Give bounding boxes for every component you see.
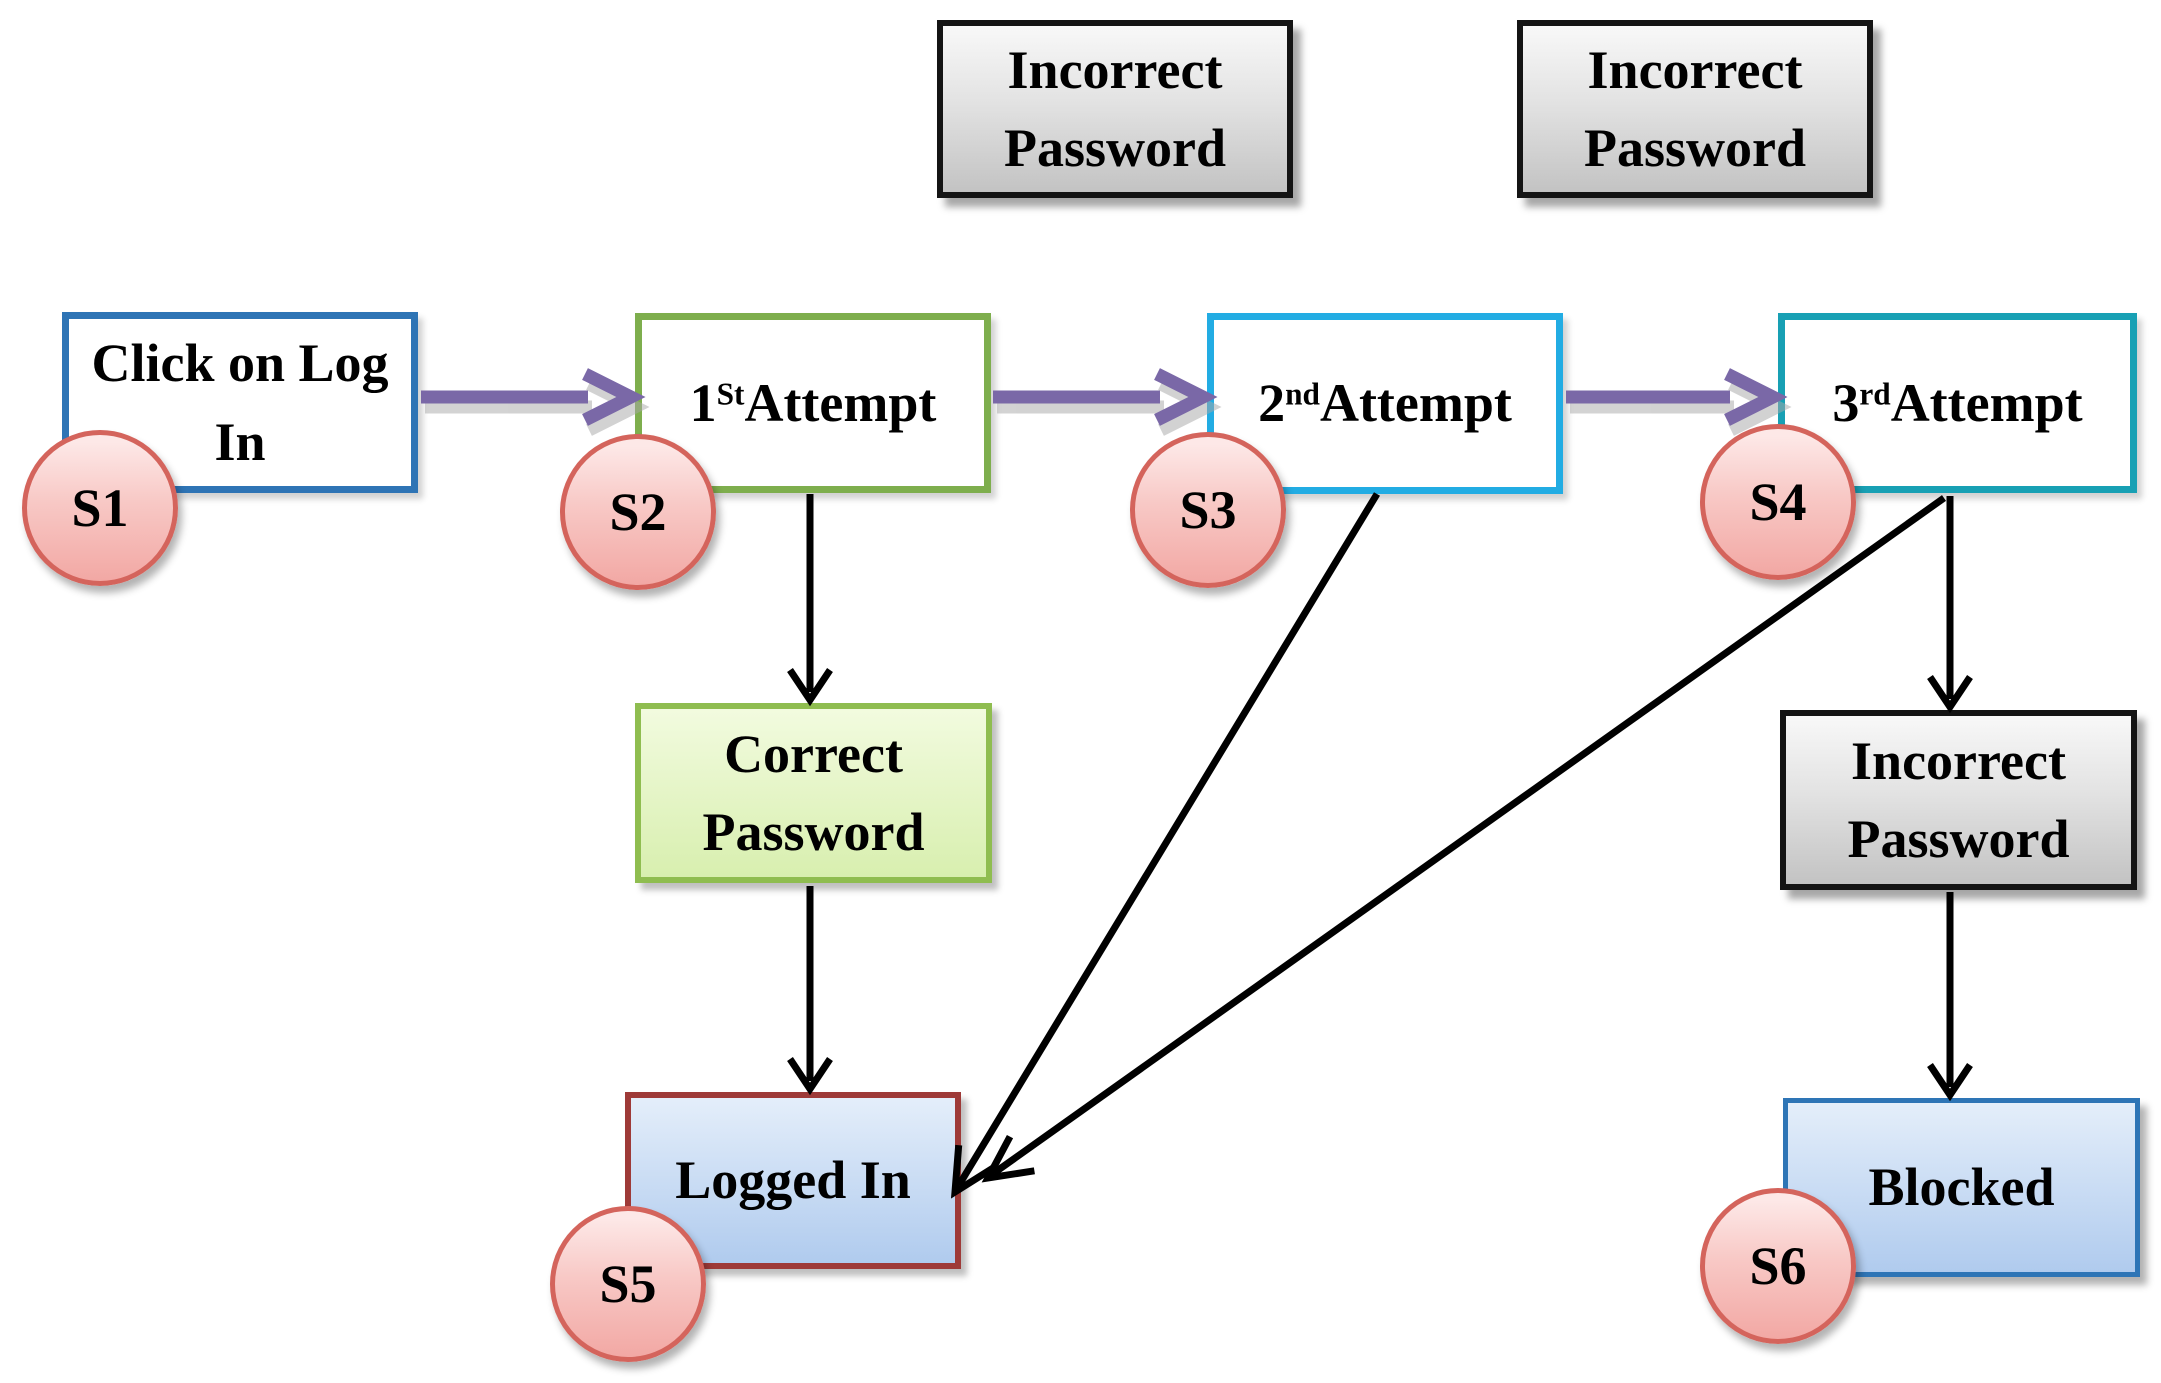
arrow-attempt3-to-incorrect-password-icon bbox=[1927, 496, 1973, 714]
node-label: Incorrect bbox=[1587, 39, 1803, 100]
node-attempt-2: 2ndAttempt bbox=[1207, 313, 1563, 494]
node-label: 2ndAttempt bbox=[1258, 364, 1512, 442]
ordinal-number: 3 bbox=[1832, 372, 1860, 433]
attempt-word: Attempt bbox=[1890, 372, 2083, 433]
node-label: Password bbox=[1583, 118, 1806, 178]
node-label: Incorrect bbox=[1851, 730, 2066, 791]
state-label: S2 bbox=[609, 482, 667, 542]
attempt-word: Attempt bbox=[744, 372, 937, 433]
node-label: 1StAttempt bbox=[690, 364, 937, 442]
node-label: Click on Log bbox=[91, 333, 389, 394]
node-label: Logged In bbox=[675, 1150, 911, 1211]
ordinal-suffix: St bbox=[716, 376, 745, 412]
node-label: In bbox=[214, 411, 266, 472]
ordinal-suffix: rd bbox=[1859, 376, 1891, 412]
node-incorrect-password-3: Incorrect Password bbox=[1780, 710, 2137, 890]
state-label: S5 bbox=[599, 1254, 657, 1314]
state-label: S4 bbox=[1749, 472, 1807, 532]
node-label: Password bbox=[1003, 118, 1226, 178]
node-label: Password bbox=[702, 802, 925, 862]
state-badge-s1: S1 bbox=[22, 430, 178, 586]
ordinal-number: 2 bbox=[1258, 373, 1286, 434]
state-label: S1 bbox=[71, 478, 129, 538]
arrow-attempt1-to-correct-password-icon bbox=[787, 494, 833, 707]
state-label: S6 bbox=[1749, 1236, 1807, 1296]
arrow-click-login-to-attempt1-icon bbox=[421, 368, 646, 426]
node-label: Incorrect bbox=[1007, 39, 1223, 100]
node-incorrect-password-2: Incorrect Password bbox=[1517, 20, 1873, 198]
state-badge-s2: S2 bbox=[560, 434, 716, 590]
state-badge-s5: S5 bbox=[550, 1206, 706, 1362]
arrow-attempt1-to-attempt2-icon bbox=[993, 368, 1218, 426]
node-label: Blocked bbox=[1868, 1157, 2055, 1218]
state-badge-s6: S6 bbox=[1700, 1188, 1856, 1344]
node-attempt-1: 1StAttempt bbox=[635, 313, 991, 493]
node-incorrect-password-1: Incorrect Password bbox=[937, 20, 1293, 198]
arrow-correct-password-to-logged-in-icon bbox=[787, 886, 833, 1096]
state-badge-s3: S3 bbox=[1130, 432, 1286, 588]
state-label: S3 bbox=[1179, 480, 1237, 540]
node-label: 3rdAttempt bbox=[1832, 364, 2082, 442]
purple-arrow-shadows bbox=[425, 378, 1792, 436]
state-badge-s4: S4 bbox=[1700, 424, 1856, 580]
ordinal-number: 1 bbox=[689, 372, 717, 433]
attempt-word: Attempt bbox=[1319, 373, 1512, 434]
node-label: Correct bbox=[724, 723, 903, 784]
arrow-attempt2-to-attempt3-icon bbox=[1566, 368, 1788, 426]
arrow-incorrect-password-to-blocked-icon bbox=[1927, 892, 1973, 1102]
node-correct-password: Correct Password bbox=[635, 703, 992, 883]
node-label: Password bbox=[1847, 809, 2070, 869]
ordinal-suffix: nd bbox=[1285, 377, 1320, 413]
arrow-attempt2-to-logged-in-icon bbox=[950, 492, 1380, 1199]
